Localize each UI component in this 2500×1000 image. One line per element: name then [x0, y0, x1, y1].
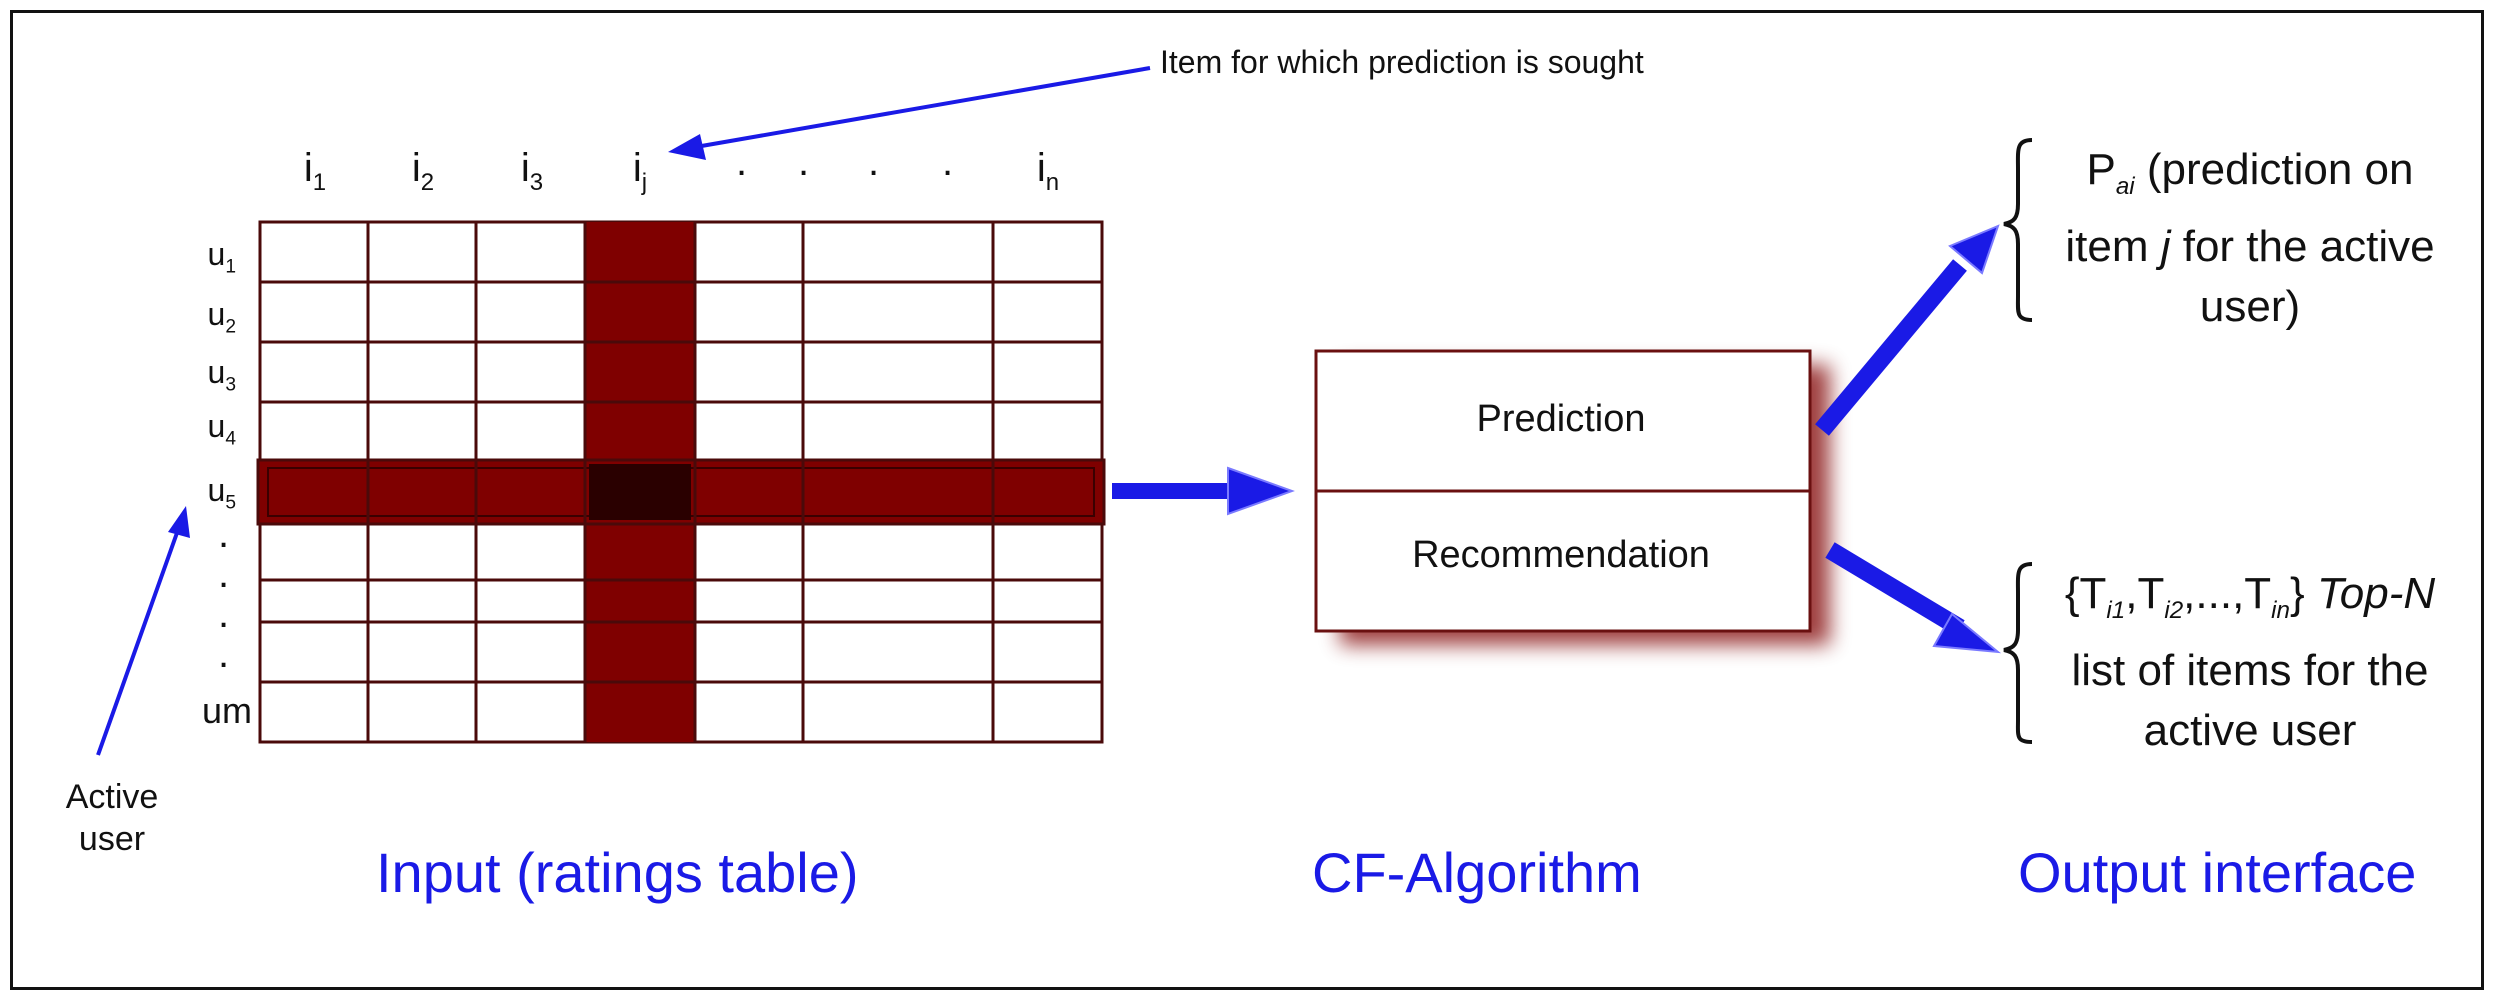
row-header-u5: u5 — [207, 472, 236, 514]
column-header-i3: i3 — [520, 146, 544, 196]
row-dot: . — [218, 632, 230, 676]
topn-output-text: {Ti1,Ti2,...,Tin} Top-N list of items fo… — [2064, 569, 2436, 755]
prediction-brace — [2003, 138, 2033, 322]
topn-brace — [2003, 562, 2033, 744]
column-dot: . — [736, 140, 748, 184]
column-header-ij: ij — [632, 146, 648, 196]
row-header-u1: u1 — [207, 236, 236, 278]
active-user-arrow — [96, 506, 190, 756]
cf-algorithm-box — [1314, 349, 1830, 645]
column-dot: . — [942, 140, 954, 184]
column-header-in: in — [1036, 146, 1060, 196]
row-dot: . — [218, 512, 230, 556]
prediction-label: Prediction — [1476, 398, 1646, 440]
input-section-title: Input (ratings table) — [376, 841, 859, 904]
row-dot: . — [218, 552, 230, 596]
column-dot: . — [798, 140, 810, 184]
target-rating-cell — [589, 464, 691, 520]
recommendation-label: Recommendation — [1412, 534, 1710, 576]
ratings-table — [256, 220, 1106, 744]
prediction-output-text: Pai (prediction on item j for the active… — [2065, 145, 2435, 331]
item-sought-label: Item for which prediction is sought — [1160, 44, 1644, 80]
active-user-label: Active user — [65, 778, 159, 858]
output-section-title: Output interface — [2018, 841, 2417, 904]
recommendation-output-arrow — [1825, 542, 2002, 654]
table-grid — [260, 222, 1102, 742]
algorithm-section-title: CF-Algorithm — [1312, 841, 1642, 904]
input-to-algorithm-arrow — [1112, 466, 1295, 516]
prediction-output-arrow — [1815, 224, 2000, 436]
column-header-i2: i2 — [411, 146, 435, 196]
row-header-u3: u3 — [207, 354, 236, 396]
column-header-i1: i1 — [303, 146, 327, 196]
item-sought-arrow — [668, 66, 1151, 160]
row-header-u4: u4 — [207, 408, 236, 450]
column-dot: . — [868, 140, 880, 184]
row-header-u2: u2 — [207, 296, 236, 338]
row-dot: . — [218, 592, 230, 636]
row-header-um: um — [201, 690, 252, 731]
diagram-frame — [10, 10, 2484, 990]
